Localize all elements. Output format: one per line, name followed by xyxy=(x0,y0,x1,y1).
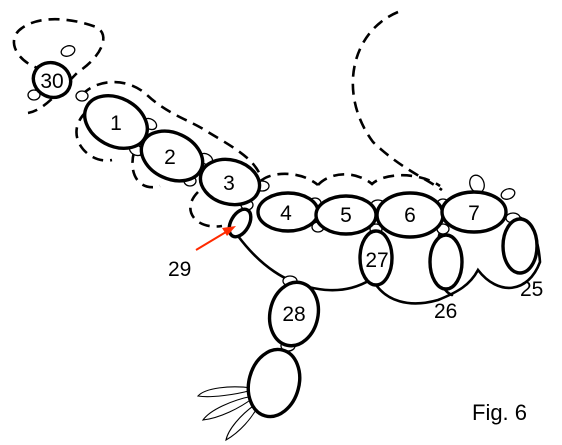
ring-3 xyxy=(198,157,262,207)
chain-labels: 25 26 29 xyxy=(168,258,543,323)
ring-4-label: 4 xyxy=(280,202,292,225)
tail-leaves xyxy=(196,386,259,442)
ring-6-label: 6 xyxy=(404,204,416,227)
ring-labels: 30 1 2 3 4 5 6 7 27 28 xyxy=(40,70,480,326)
pointer-arrow xyxy=(195,226,236,251)
ring-2 xyxy=(139,129,205,183)
ring-25 xyxy=(501,217,539,275)
ring-29 xyxy=(227,207,253,239)
ring-28 xyxy=(267,280,321,348)
chain-26-label: 26 xyxy=(434,300,457,323)
ring-27-label: 27 xyxy=(365,249,388,272)
ring-26 xyxy=(428,233,464,291)
rings xyxy=(31,60,539,419)
ring-7-label: 7 xyxy=(468,202,480,225)
ring-5-label: 5 xyxy=(340,204,352,227)
ring-1-label: 1 xyxy=(110,112,122,135)
ring-tail xyxy=(246,347,302,419)
ring-27 xyxy=(358,229,394,287)
ring-30-label: 30 xyxy=(40,70,63,93)
ring-30 xyxy=(31,60,73,100)
ring-2-label: 2 xyxy=(164,146,176,169)
ring-3-label: 3 xyxy=(223,172,235,195)
chain-29-label: 29 xyxy=(168,258,191,281)
chain-25-label: 25 xyxy=(520,278,543,301)
ring-7 xyxy=(440,190,508,234)
figure-caption: Fig. 6 xyxy=(472,400,527,425)
ring-28-label: 28 xyxy=(282,303,305,326)
